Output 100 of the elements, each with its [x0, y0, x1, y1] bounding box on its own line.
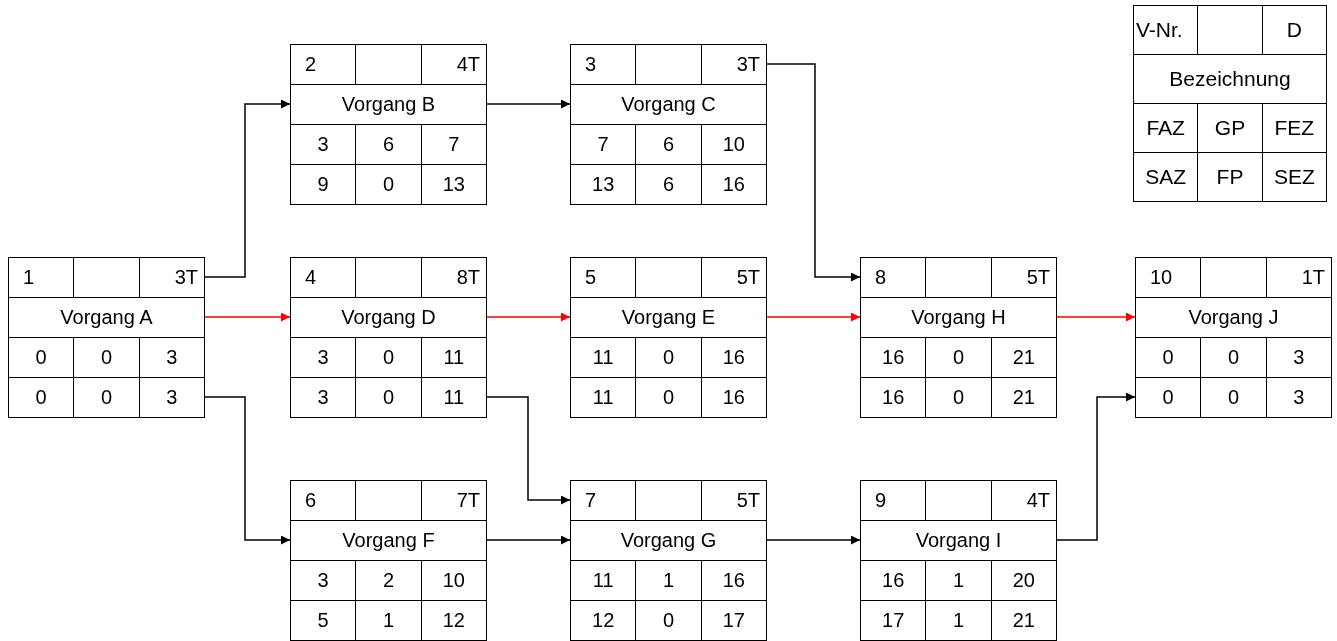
table-cell: 2: [356, 561, 422, 601]
table-cell: 20: [991, 561, 1057, 601]
table-cell: 5: [291, 601, 357, 641]
arrow: [766, 63, 861, 282]
arrow: [486, 99, 571, 109]
table-cell: 16: [861, 378, 927, 418]
table-cell: 4: [291, 258, 357, 298]
table-cell: 16: [701, 561, 767, 601]
table-cell: SEZ: [1262, 153, 1327, 202]
arrow: [486, 535, 571, 545]
activity-node: [860, 257, 1057, 418]
arrow: [486, 312, 571, 322]
table-cell: 6: [636, 125, 702, 165]
table-cell: FP: [1198, 153, 1263, 202]
table-cell: 5T: [701, 258, 767, 298]
table-cell: Vorgang I: [861, 521, 1057, 561]
table-cell: Vorgang B: [291, 85, 487, 125]
table-cell: 11: [571, 338, 637, 378]
table-cell: 5: [571, 258, 637, 298]
table-cell: 6: [636, 165, 702, 205]
table-cell: 3: [571, 45, 637, 85]
table-cell: Vorgang A: [9, 298, 205, 338]
table-cell: 10: [1136, 258, 1202, 298]
table-cell: 16: [701, 338, 767, 378]
table-cell: 6: [356, 125, 422, 165]
table-cell: 0: [1136, 378, 1202, 418]
table-cell: Vorgang E: [571, 298, 767, 338]
table-cell: FAZ: [1134, 104, 1199, 153]
table-cell: 5T: [991, 258, 1057, 298]
table-cell: GP: [1198, 104, 1263, 153]
table-cell: Vorgang D: [291, 298, 487, 338]
table-cell: 0: [356, 338, 422, 378]
activity-node: [8, 257, 205, 418]
activity-node: [290, 257, 487, 418]
activity-node: [570, 257, 767, 418]
table-cell: 0: [636, 601, 702, 641]
table-cell: 1T: [1266, 258, 1332, 298]
table-cell: 0: [1201, 378, 1267, 418]
table-cell: 1: [356, 601, 422, 641]
arrow: [766, 535, 861, 545]
table-cell: 3: [139, 378, 205, 418]
table-cell: 11: [571, 561, 637, 601]
table-cell: 1: [926, 601, 992, 641]
activity-node: [290, 44, 487, 205]
arrow: [486, 396, 571, 505]
table-cell: 7: [571, 125, 637, 165]
table-cell: 2: [291, 45, 357, 85]
arrow: [204, 396, 291, 545]
table-cell: Vorgang H: [861, 298, 1057, 338]
table-cell: Vorgang G: [571, 521, 767, 561]
table-cell: 3: [291, 561, 357, 601]
table-cell: 16: [701, 378, 767, 418]
table-cell: 11: [571, 378, 637, 418]
table-cell: 21: [991, 338, 1057, 378]
table-cell: 3T: [701, 45, 767, 85]
table-cell: 11: [421, 338, 487, 378]
table-cell: 3: [291, 378, 357, 418]
table-cell: 0: [926, 378, 992, 418]
arrow: [204, 99, 291, 278]
table-cell: 0: [636, 338, 702, 378]
table-cell: 0: [1136, 338, 1202, 378]
table-cell: 0: [926, 338, 992, 378]
table-cell: 17: [701, 601, 767, 641]
table-cell: FEZ: [1262, 104, 1327, 153]
table-cell: D: [1262, 6, 1327, 55]
table-cell: 17: [861, 601, 927, 641]
table-cell: 21: [991, 378, 1057, 418]
table-cell: 0: [1201, 338, 1267, 378]
table-cell: 4T: [991, 481, 1057, 521]
legend-table: [1133, 5, 1327, 202]
activity-node: [570, 480, 767, 641]
table-cell: 6: [291, 481, 357, 521]
table-cell: 0: [74, 378, 140, 418]
table-cell: 0: [9, 378, 75, 418]
table-cell: 13: [421, 165, 487, 205]
activity-node: [570, 44, 767, 205]
table-cell: 13: [571, 165, 637, 205]
table-cell: 0: [356, 165, 422, 205]
table-cell: 11: [421, 378, 487, 418]
table-cell: 0: [74, 338, 140, 378]
table-cell: 7T: [421, 481, 487, 521]
table-cell: 16: [701, 165, 767, 205]
table-cell: 4T: [421, 45, 487, 85]
table-cell: 3: [1266, 338, 1332, 378]
table-cell: 3T: [139, 258, 205, 298]
table-cell: 12: [571, 601, 637, 641]
table-cell: 0: [636, 378, 702, 418]
table-cell: 1: [636, 561, 702, 601]
table-cell: 1: [926, 561, 992, 601]
table-cell: 8T: [421, 258, 487, 298]
table-cell: 10: [421, 561, 487, 601]
table-cell: 7: [571, 481, 637, 521]
table-cell: 8: [861, 258, 927, 298]
table-cell: 10: [701, 125, 767, 165]
arrow: [1056, 312, 1136, 322]
arrow: [1056, 392, 1136, 541]
table-cell: Vorgang F: [291, 521, 487, 561]
table-cell: 3: [291, 125, 357, 165]
table-cell: Vorgang J: [1136, 298, 1332, 338]
table-cell: V-Nr.: [1134, 6, 1199, 55]
